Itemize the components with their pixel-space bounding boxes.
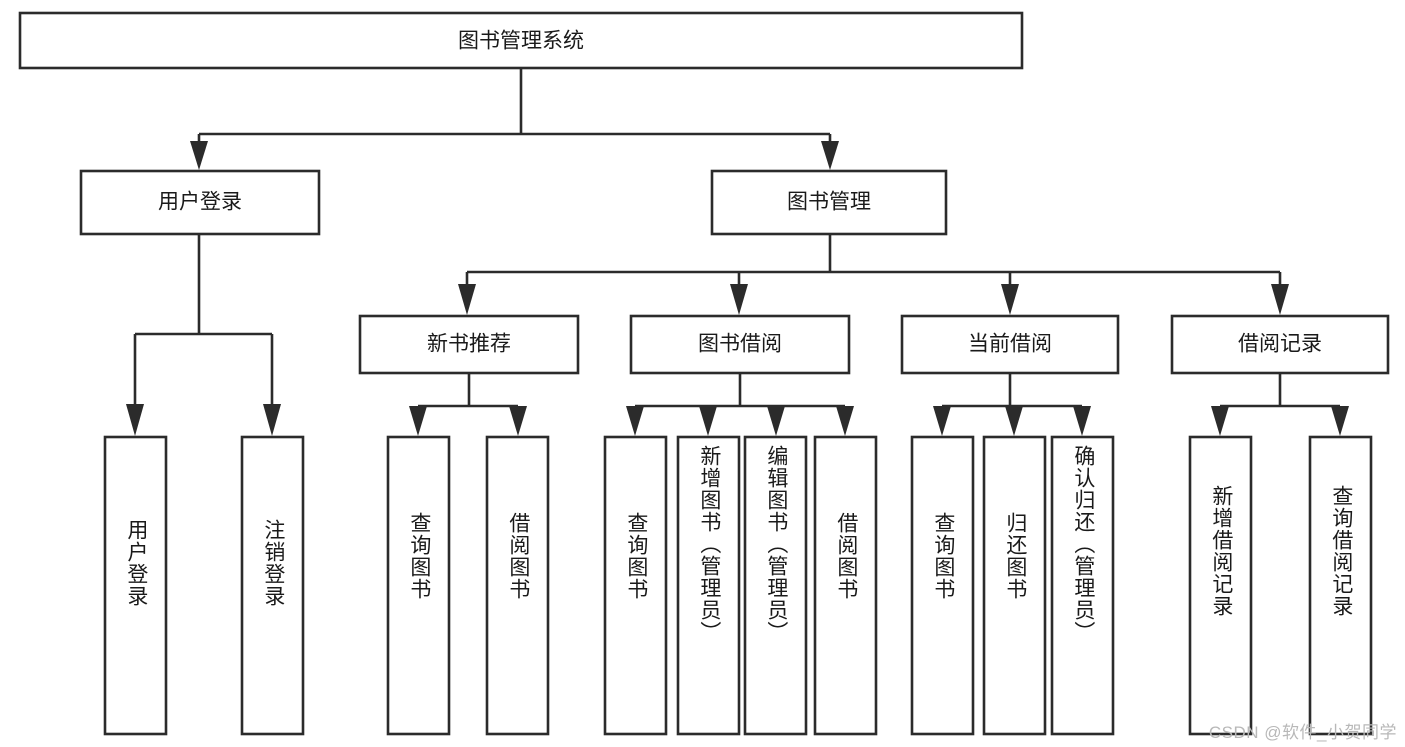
node-root-rect[interactable] [18, 11, 1024, 70]
node-user-login-label: 用户登录 [158, 191, 242, 214]
node-root-label: 图书管理系统 [458, 30, 584, 53]
node-book-borrow-rect[interactable] [629, 314, 851, 375]
node-new-book-rec-rect[interactable] [358, 314, 580, 375]
arrow-head-l-nbr-borrow [509, 406, 527, 436]
node-book-borrow-label: 图书借阅 [698, 333, 782, 356]
arrow-head-l-br-query [1331, 406, 1349, 436]
node-current-borrow-label: 当前借阅 [968, 333, 1052, 356]
connector-layer [126, 68, 1349, 436]
node-l-nbr-borrow-rect[interactable] [485, 435, 550, 736]
node-l-cb-return-rect[interactable] [982, 435, 1047, 736]
node-book-manage-label: 图书管理 [787, 191, 871, 214]
node-book-borrow[interactable]: 图书借阅 [629, 314, 851, 375]
arrow-head-leaf-user-login [126, 404, 144, 436]
node-root[interactable]: 图书管理系统 [18, 11, 1024, 70]
node-leaf-user-login-rect[interactable] [103, 435, 168, 736]
node-l-nbr-query-rect[interactable] [386, 435, 451, 736]
node-book-manage[interactable]: 图书管理 [710, 169, 948, 236]
arrow-head-book-borrow [730, 284, 748, 315]
node-l-bb-edit-rect[interactable] [743, 435, 808, 736]
node-user-login[interactable]: 用户登录 [79, 169, 321, 236]
arrow-head-user-login [190, 141, 208, 170]
node-l-br-add-rect[interactable] [1188, 435, 1253, 736]
node-borrow-record-label: 借阅记录 [1238, 333, 1322, 356]
arrow-head-l-bb-borrow [836, 406, 854, 436]
arrow-head-l-bb-query [626, 406, 644, 436]
node-l-bb-add-rect[interactable] [676, 435, 741, 736]
node-book-manage-rect[interactable] [710, 169, 948, 236]
arrow-head-l-cb-return [1005, 406, 1023, 436]
node-new-book-rec[interactable]: 新书推荐 [358, 314, 580, 375]
arrow-head-leaf-logout [263, 404, 281, 436]
node-new-book-rec-label: 新书推荐 [427, 333, 511, 356]
node-current-borrow-rect[interactable] [900, 314, 1120, 375]
node-current-borrow[interactable]: 当前借阅 [900, 314, 1120, 375]
node-l-bb-query-rect[interactable] [603, 435, 668, 736]
node-l-cb-confirm-rect[interactable] [1050, 435, 1115, 736]
arrow-head-new-book-rec [458, 284, 476, 315]
arrow-head-l-bb-edit [767, 406, 785, 436]
node-l-br-query-rect[interactable] [1308, 435, 1373, 736]
node-leaf-logout-rect[interactable] [240, 435, 305, 736]
arrow-head-l-nbr-query [409, 406, 427, 436]
arrow-head-l-br-add [1211, 406, 1229, 436]
csdn-watermark: CSDN @软件_小贺同学 [1208, 723, 1397, 742]
node-user-login-rect[interactable] [79, 169, 321, 236]
arrow-head-borrow-record [1271, 284, 1289, 315]
leaf-rect-layer [103, 435, 1373, 736]
arrow-head-l-cb-confirm [1073, 406, 1091, 436]
node-l-bb-borrow-rect[interactable] [813, 435, 878, 736]
node-borrow-record[interactable]: 借阅记录 [1170, 314, 1390, 375]
arrow-head-book-manage [821, 141, 839, 170]
arrow-head-current-borrow [1001, 284, 1019, 315]
arrow-head-l-bb-add [699, 406, 717, 436]
arrow-head-l-cb-query [933, 406, 951, 436]
node-borrow-record-rect[interactable] [1170, 314, 1390, 375]
node-l-cb-query-rect[interactable] [910, 435, 975, 736]
